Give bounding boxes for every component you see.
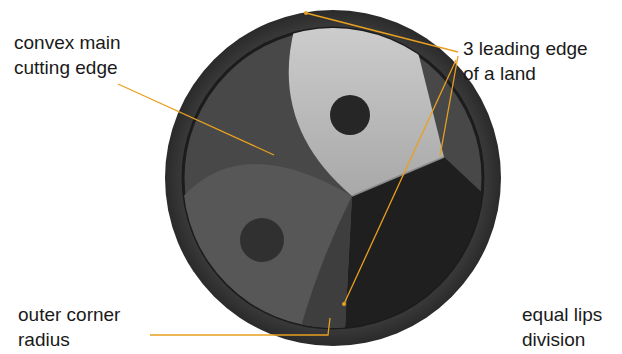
leader-line [344, 60, 456, 304]
part-label: 3 leading edge of a land [463, 36, 605, 86]
drill-body [165, 10, 501, 346]
part-label: equal lips division [522, 302, 618, 352]
leader-dot [342, 302, 346, 306]
leader-line [150, 318, 330, 335]
leader-line [306, 13, 458, 52]
leader-dot [304, 11, 308, 15]
leader-line [118, 84, 274, 155]
leader-line [440, 56, 458, 156]
part-label: convex main cutting edge [14, 30, 139, 80]
coolant-hole [330, 95, 370, 135]
flank-shade [300, 196, 352, 330]
lip-edge [352, 157, 444, 196]
coolant-hole [240, 218, 284, 262]
light-lip [289, 10, 444, 196]
lower-left-lip [170, 164, 352, 330]
part-label: outer corner radius [18, 302, 146, 352]
